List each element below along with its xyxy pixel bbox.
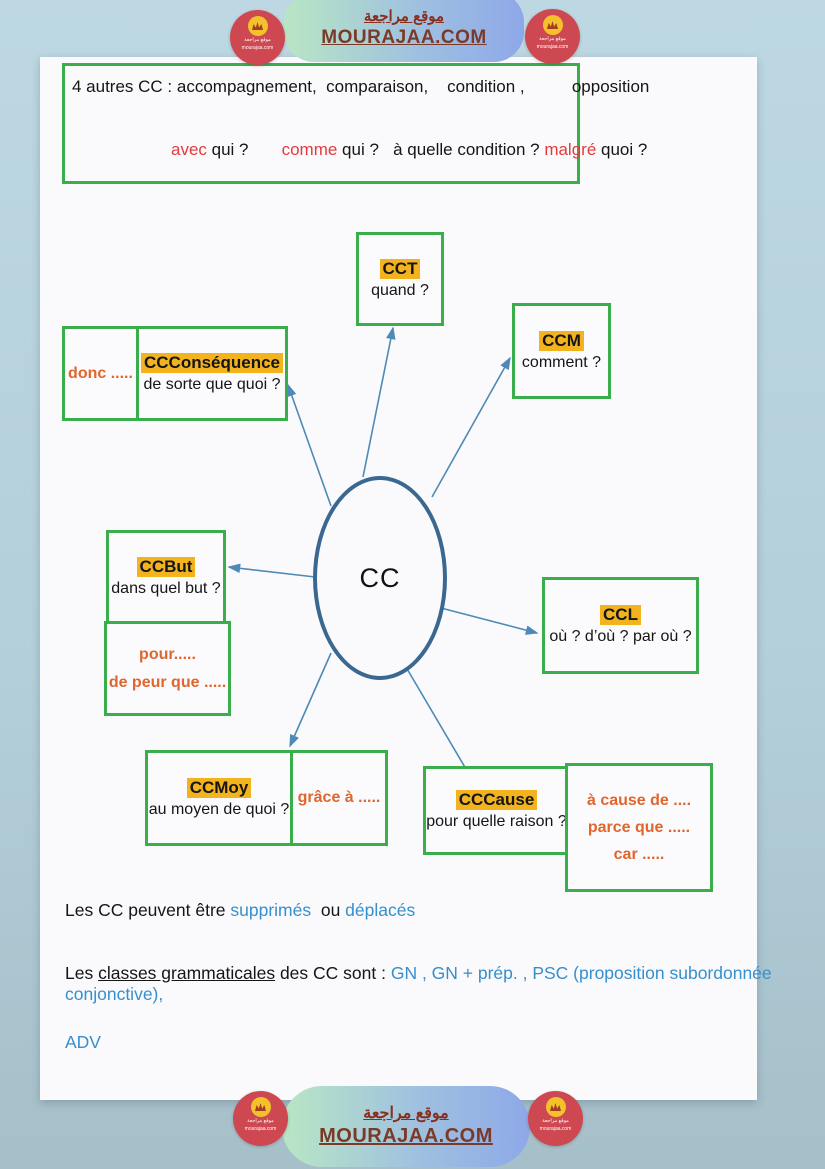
header-site-arabic: موقع مراجعة xyxy=(363,8,445,26)
footer-banner: موقع مراجعة MOURAJAA.COM xyxy=(282,1086,530,1167)
node-ccconsequence-example: donc ..... xyxy=(65,329,139,418)
node-ccconsequence-title: CCConséquence xyxy=(140,353,284,373)
logo-badge-icon xyxy=(250,1097,271,1117)
logo-emblem-icon xyxy=(252,22,263,30)
logo-site: mourajaa.com xyxy=(241,44,274,51)
logo-arabic: موقع مراجعة xyxy=(539,36,566,42)
node-ccl-title: CCL xyxy=(600,605,641,625)
other-cc-rule-box: 4 autres CC : accompagnement, comparaiso… xyxy=(62,63,649,184)
logo-badge-icon xyxy=(542,15,563,35)
logo-arabic: موقع مراجعة xyxy=(247,1118,274,1124)
logo-arabic: موقع مراجعة xyxy=(542,1118,569,1124)
logo-emblem-icon xyxy=(255,1103,266,1111)
central-node-cc: CC xyxy=(313,476,447,680)
node-ccm-title: CCM xyxy=(539,330,584,351)
node-ccmoy: CCMoy au moyen de quoi ? grâce à ..... xyxy=(145,750,388,846)
node-ccmoy-example: grâce à ..... xyxy=(297,789,381,806)
node-ccbut-title: CCBut xyxy=(136,556,196,577)
node-ccconsequence: donc ..... CCConséquence de sorte que qu… xyxy=(62,326,288,421)
node-cccause-question: pour quelle raison ? xyxy=(426,813,567,830)
node-cct-question: quand ? xyxy=(371,281,429,299)
footer-site-arabic: موقع مراجعة xyxy=(363,1105,449,1123)
logo-site: mourajaa.com xyxy=(536,43,569,50)
note-suppression: Les CC peuvent être supprimés ou déplacé… xyxy=(65,900,416,920)
node-ccconsequence-question: de sorte que quoi ? xyxy=(143,376,281,393)
node-cccause-examples: à cause de .... parce que ..... car ....… xyxy=(565,763,713,892)
node-cccause-title: CCCause xyxy=(455,790,538,810)
header-site-link[interactable]: MOURAJAA.COM xyxy=(321,27,487,49)
logo-badge-icon xyxy=(545,1097,566,1117)
logo-emblem-icon xyxy=(547,21,558,29)
node-cccause: CCCause pour quelle raison ? xyxy=(423,766,570,855)
node-cct: CCT quand ? xyxy=(356,232,444,326)
node-ccbut: CCBut dans quel but ? xyxy=(106,530,226,624)
note-grammatical-classes: Les classes grammaticales des CC sont : … xyxy=(65,963,777,1004)
node-ccbut-question: dans quel but ? xyxy=(111,579,221,597)
logo-badge-icon xyxy=(247,16,268,36)
central-node-label: CC xyxy=(359,562,401,593)
logo-arabic: موقع مراجعة xyxy=(244,37,271,43)
node-ccm: CCM comment ? xyxy=(512,303,611,399)
node-cct-title: CCT xyxy=(379,258,421,279)
footer-site-link[interactable]: MOURAJAA.COM xyxy=(319,1124,493,1147)
node-ccmoy-title: CCMoy xyxy=(186,777,252,798)
logo-emblem-icon xyxy=(550,1103,561,1111)
node-ccbut-examples: pour..... de peur que ..... xyxy=(104,621,231,716)
logo-site: mourajaa.com xyxy=(244,1125,277,1132)
other-cc-questions: avec qui ? comme qui ? à quelle conditio… xyxy=(171,140,648,159)
node-ccm-question: comment ? xyxy=(521,353,602,371)
node-ccl: CCL où ? d’où ? par où ? xyxy=(542,577,699,674)
other-cc-list: 4 autres CC : accompagnement, comparaiso… xyxy=(72,77,650,96)
node-ccl-question: où ? d’où ? par où ? xyxy=(549,628,692,645)
node-ccmoy-question: au moyen de quoi ? xyxy=(148,800,290,818)
logo-site: mourajaa.com xyxy=(539,1125,572,1132)
note-adv: ADV xyxy=(65,1032,101,1052)
header-banner: موقع مراجعة MOURAJAA.COM xyxy=(284,0,524,62)
